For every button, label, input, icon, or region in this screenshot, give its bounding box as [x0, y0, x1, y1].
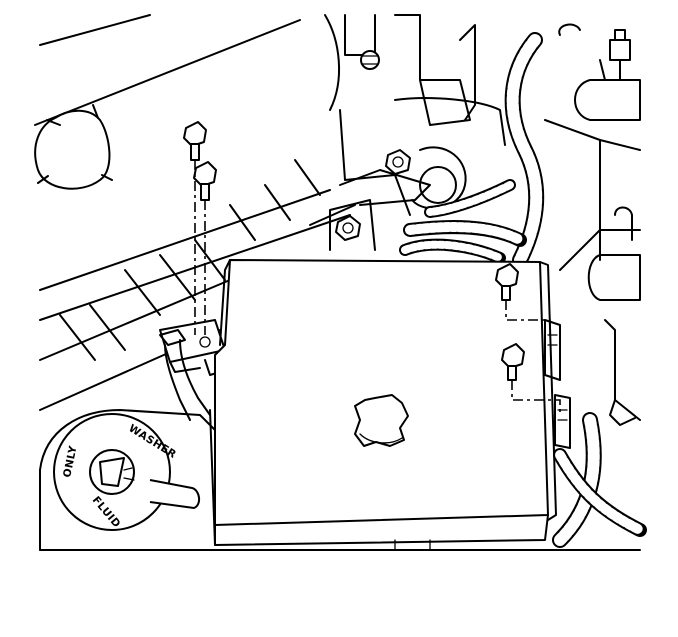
sensor-assembly [544, 29, 641, 426]
bracket-bolt-upper [360, 50, 380, 70]
cover-knob [354, 394, 409, 447]
lower-frame [39, 409, 641, 551]
wiring-harness [399, 23, 647, 548]
cover-bracket [544, 319, 571, 449]
fastener-1 [183, 121, 207, 161]
bracket-bolt-lower [335, 215, 361, 241]
washer-fluid-reservoir [39, 409, 216, 551]
fastener-3-alignment [505, 300, 551, 335]
washer-fluid-cap [53, 413, 200, 531]
windshield-washer-icon [99, 457, 125, 487]
access-cover [34, 104, 113, 190]
bracket-bolt-center [385, 149, 411, 175]
module-cover [214, 259, 557, 546]
engine-assembly [309, 14, 506, 251]
fastener-3 [495, 263, 519, 301]
coolant-hose [159, 329, 211, 421]
fastener-4-alignment [511, 380, 561, 412]
fastener-2 [193, 161, 217, 201]
